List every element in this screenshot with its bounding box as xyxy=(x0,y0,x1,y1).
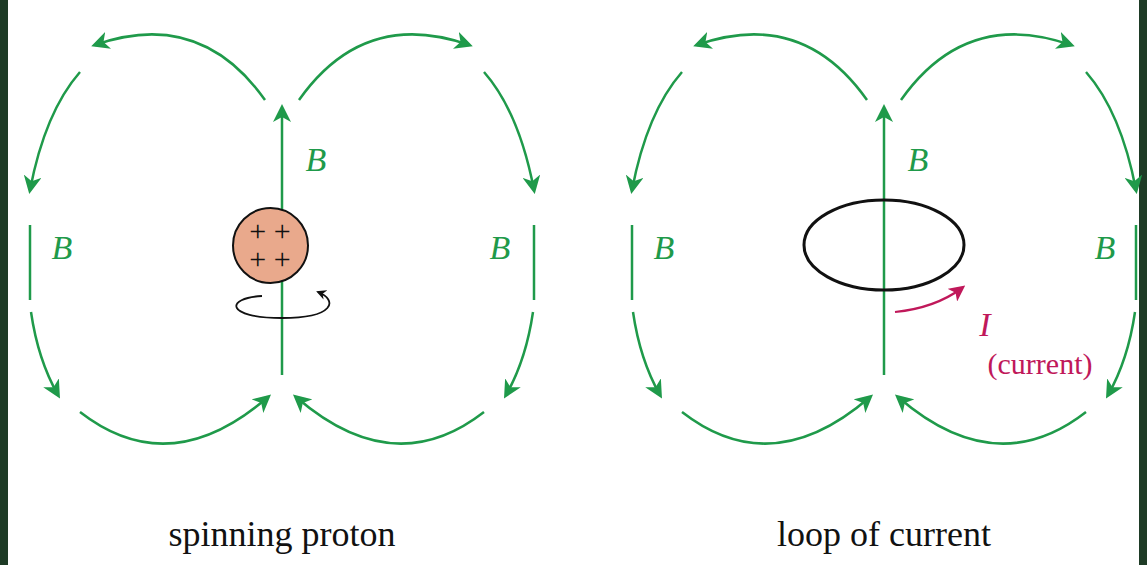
field-label: B xyxy=(908,143,929,177)
caption-label: spinning proton xyxy=(168,516,395,552)
field-label: B xyxy=(490,231,511,265)
caption-label: (current) xyxy=(988,349,1093,379)
field-label: B xyxy=(52,231,73,265)
charge-sign: + + xyxy=(249,217,290,246)
caption-label: loop of current xyxy=(777,516,991,552)
proton-circle: + ++ + xyxy=(232,207,309,284)
field-label: B xyxy=(654,231,675,265)
field-label: I xyxy=(979,308,990,342)
field-label: B xyxy=(1095,231,1116,265)
field-label: B xyxy=(306,143,327,177)
white-panel xyxy=(8,0,1139,565)
charge-sign: + + xyxy=(249,245,290,274)
